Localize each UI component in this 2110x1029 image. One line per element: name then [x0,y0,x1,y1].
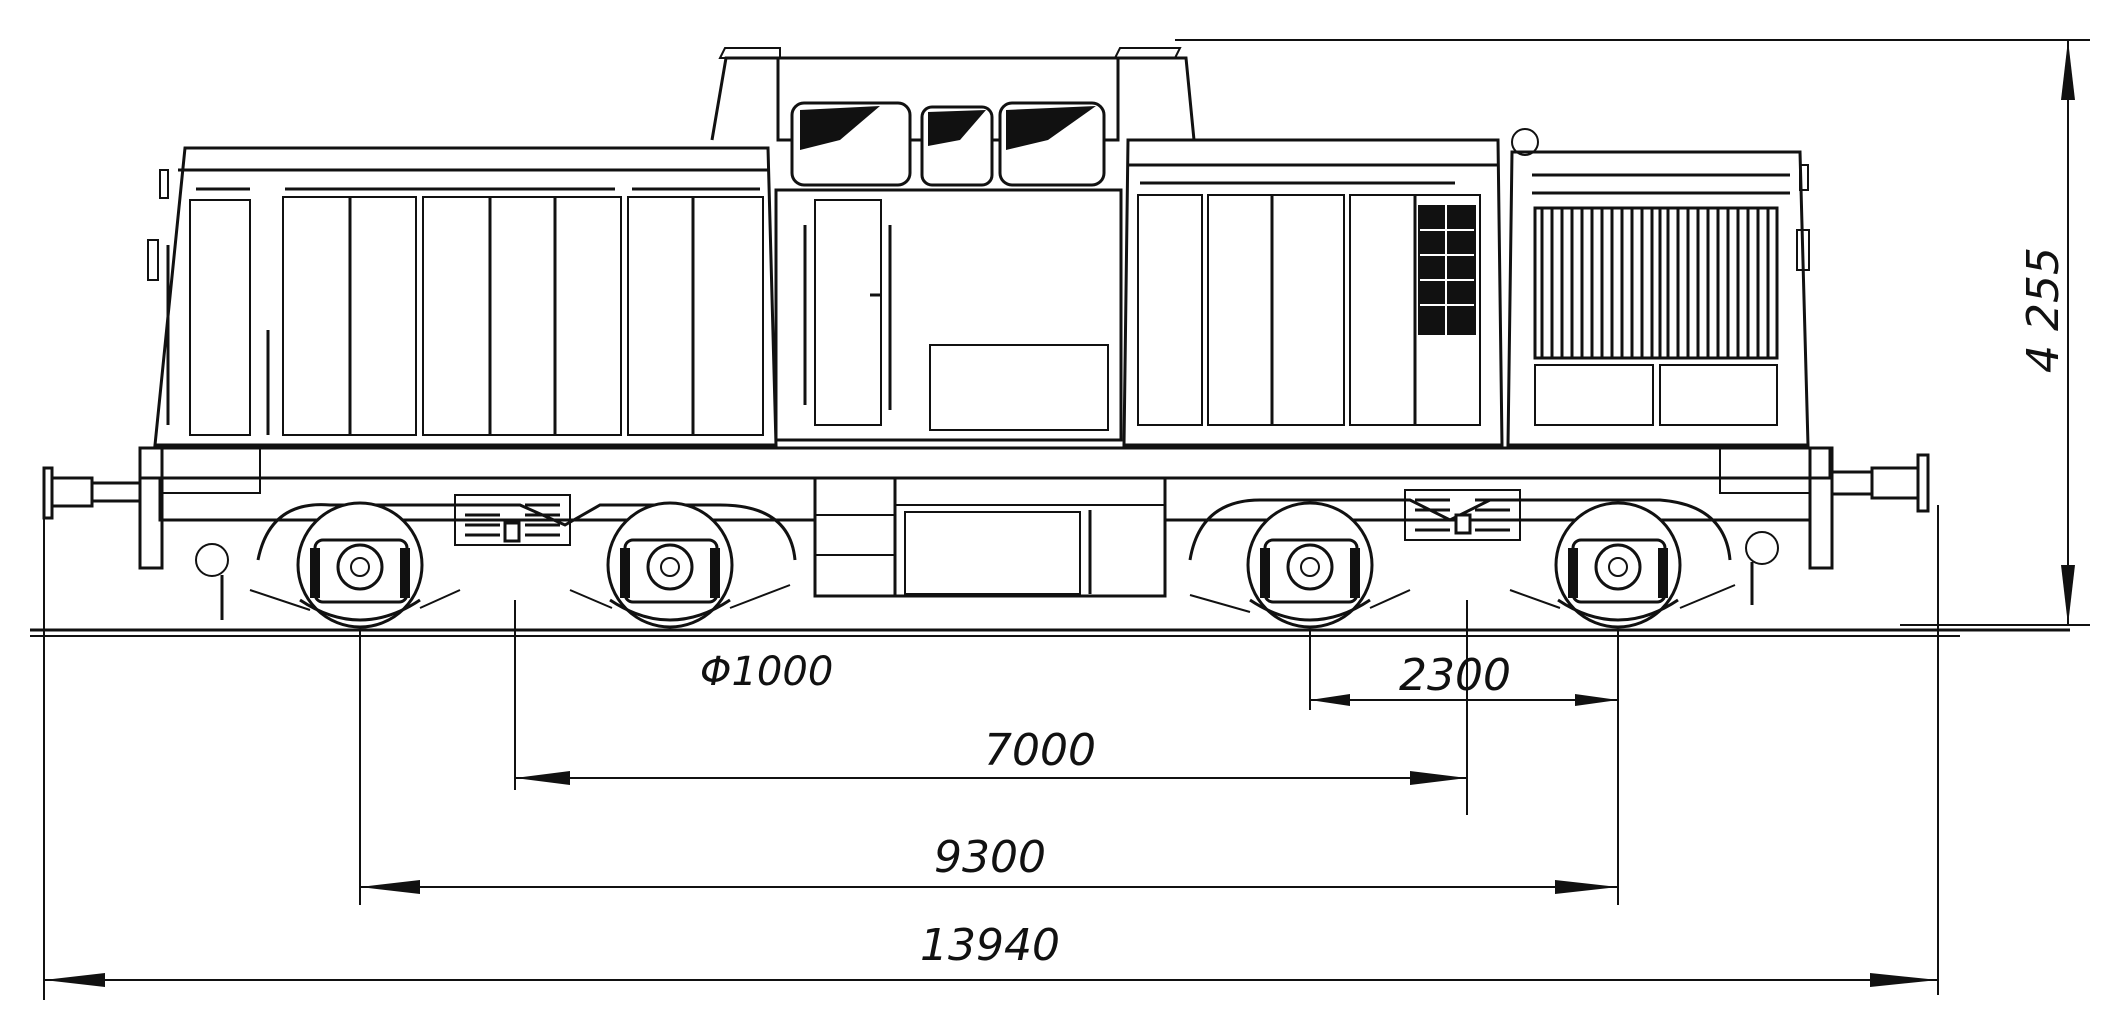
dim-label-height: 4 255 [2018,247,2069,373]
short-hood [1122,128,1810,447]
wheel-2 [606,501,734,629]
dim-label-7000: 7000 [984,725,1096,776]
long-hood [147,146,778,447]
cab [710,47,1196,442]
buffer-right [1830,453,1930,513]
wheel-4 [1554,501,1682,629]
underframe [138,446,1834,598]
wheel-1 [296,501,424,629]
dim-label-2300: 2300 [1399,650,1511,701]
buffer-left [42,466,142,520]
dim-label-13940: 13940 [920,920,1060,971]
bogie-left [249,494,797,629]
dimensions: 2300 7000 9300 13940 4 255 Φ1000 [43,39,2090,1000]
wheel-3 [1246,501,1374,629]
dim-label-9300: 9300 [934,832,1046,883]
bogie-right [1188,489,1736,629]
locomotive [42,47,1930,629]
wheel-diameter-label: Φ1000 [700,649,833,695]
